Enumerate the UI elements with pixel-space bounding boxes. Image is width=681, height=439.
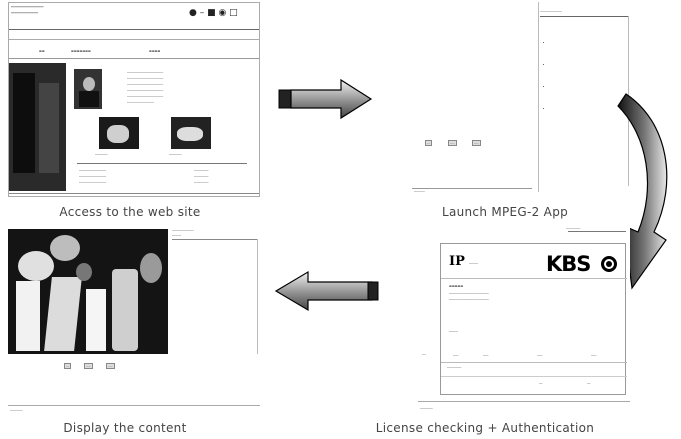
- step-caption: License checking + Authentication: [340, 421, 630, 435]
- kbs-logo: KBS: [546, 252, 590, 276]
- kbs-emblem-icon: [601, 256, 617, 272]
- step-caption: Display the content: [20, 421, 230, 435]
- toolbar-icons: ● – ■ ◉ □: [189, 8, 249, 18]
- photo-thumbnail: [99, 117, 139, 149]
- ip-logo: IP: [449, 254, 465, 269]
- arrow-left-icon: [272, 270, 382, 312]
- website-left-banner: [9, 63, 66, 191]
- video-frame: [8, 229, 168, 354]
- arrow-right-icon: [275, 78, 375, 120]
- step-caption: Launch MPEG-2 App: [405, 205, 605, 219]
- step-caption: Access to the web site: [30, 205, 230, 219]
- website-screenshot: ━━━━━━━━━━━━━━━━━━ ━━━━━━━━━━━━━━━ ● – ■…: [8, 2, 260, 197]
- auth-dialog: IP ───── KBS ▬▬▬▬▬ ─────────────────────…: [440, 243, 626, 395]
- photo-thumbnail: [171, 117, 211, 149]
- photo-thumbnail: [74, 69, 102, 109]
- content-player-screenshot: ──────────── ───── –– ––– ––– ───────: [8, 225, 260, 420]
- auth-window-screenshot: ──────── IP ───── KBS ▬▬▬▬▬ ────────────…: [418, 225, 630, 415]
